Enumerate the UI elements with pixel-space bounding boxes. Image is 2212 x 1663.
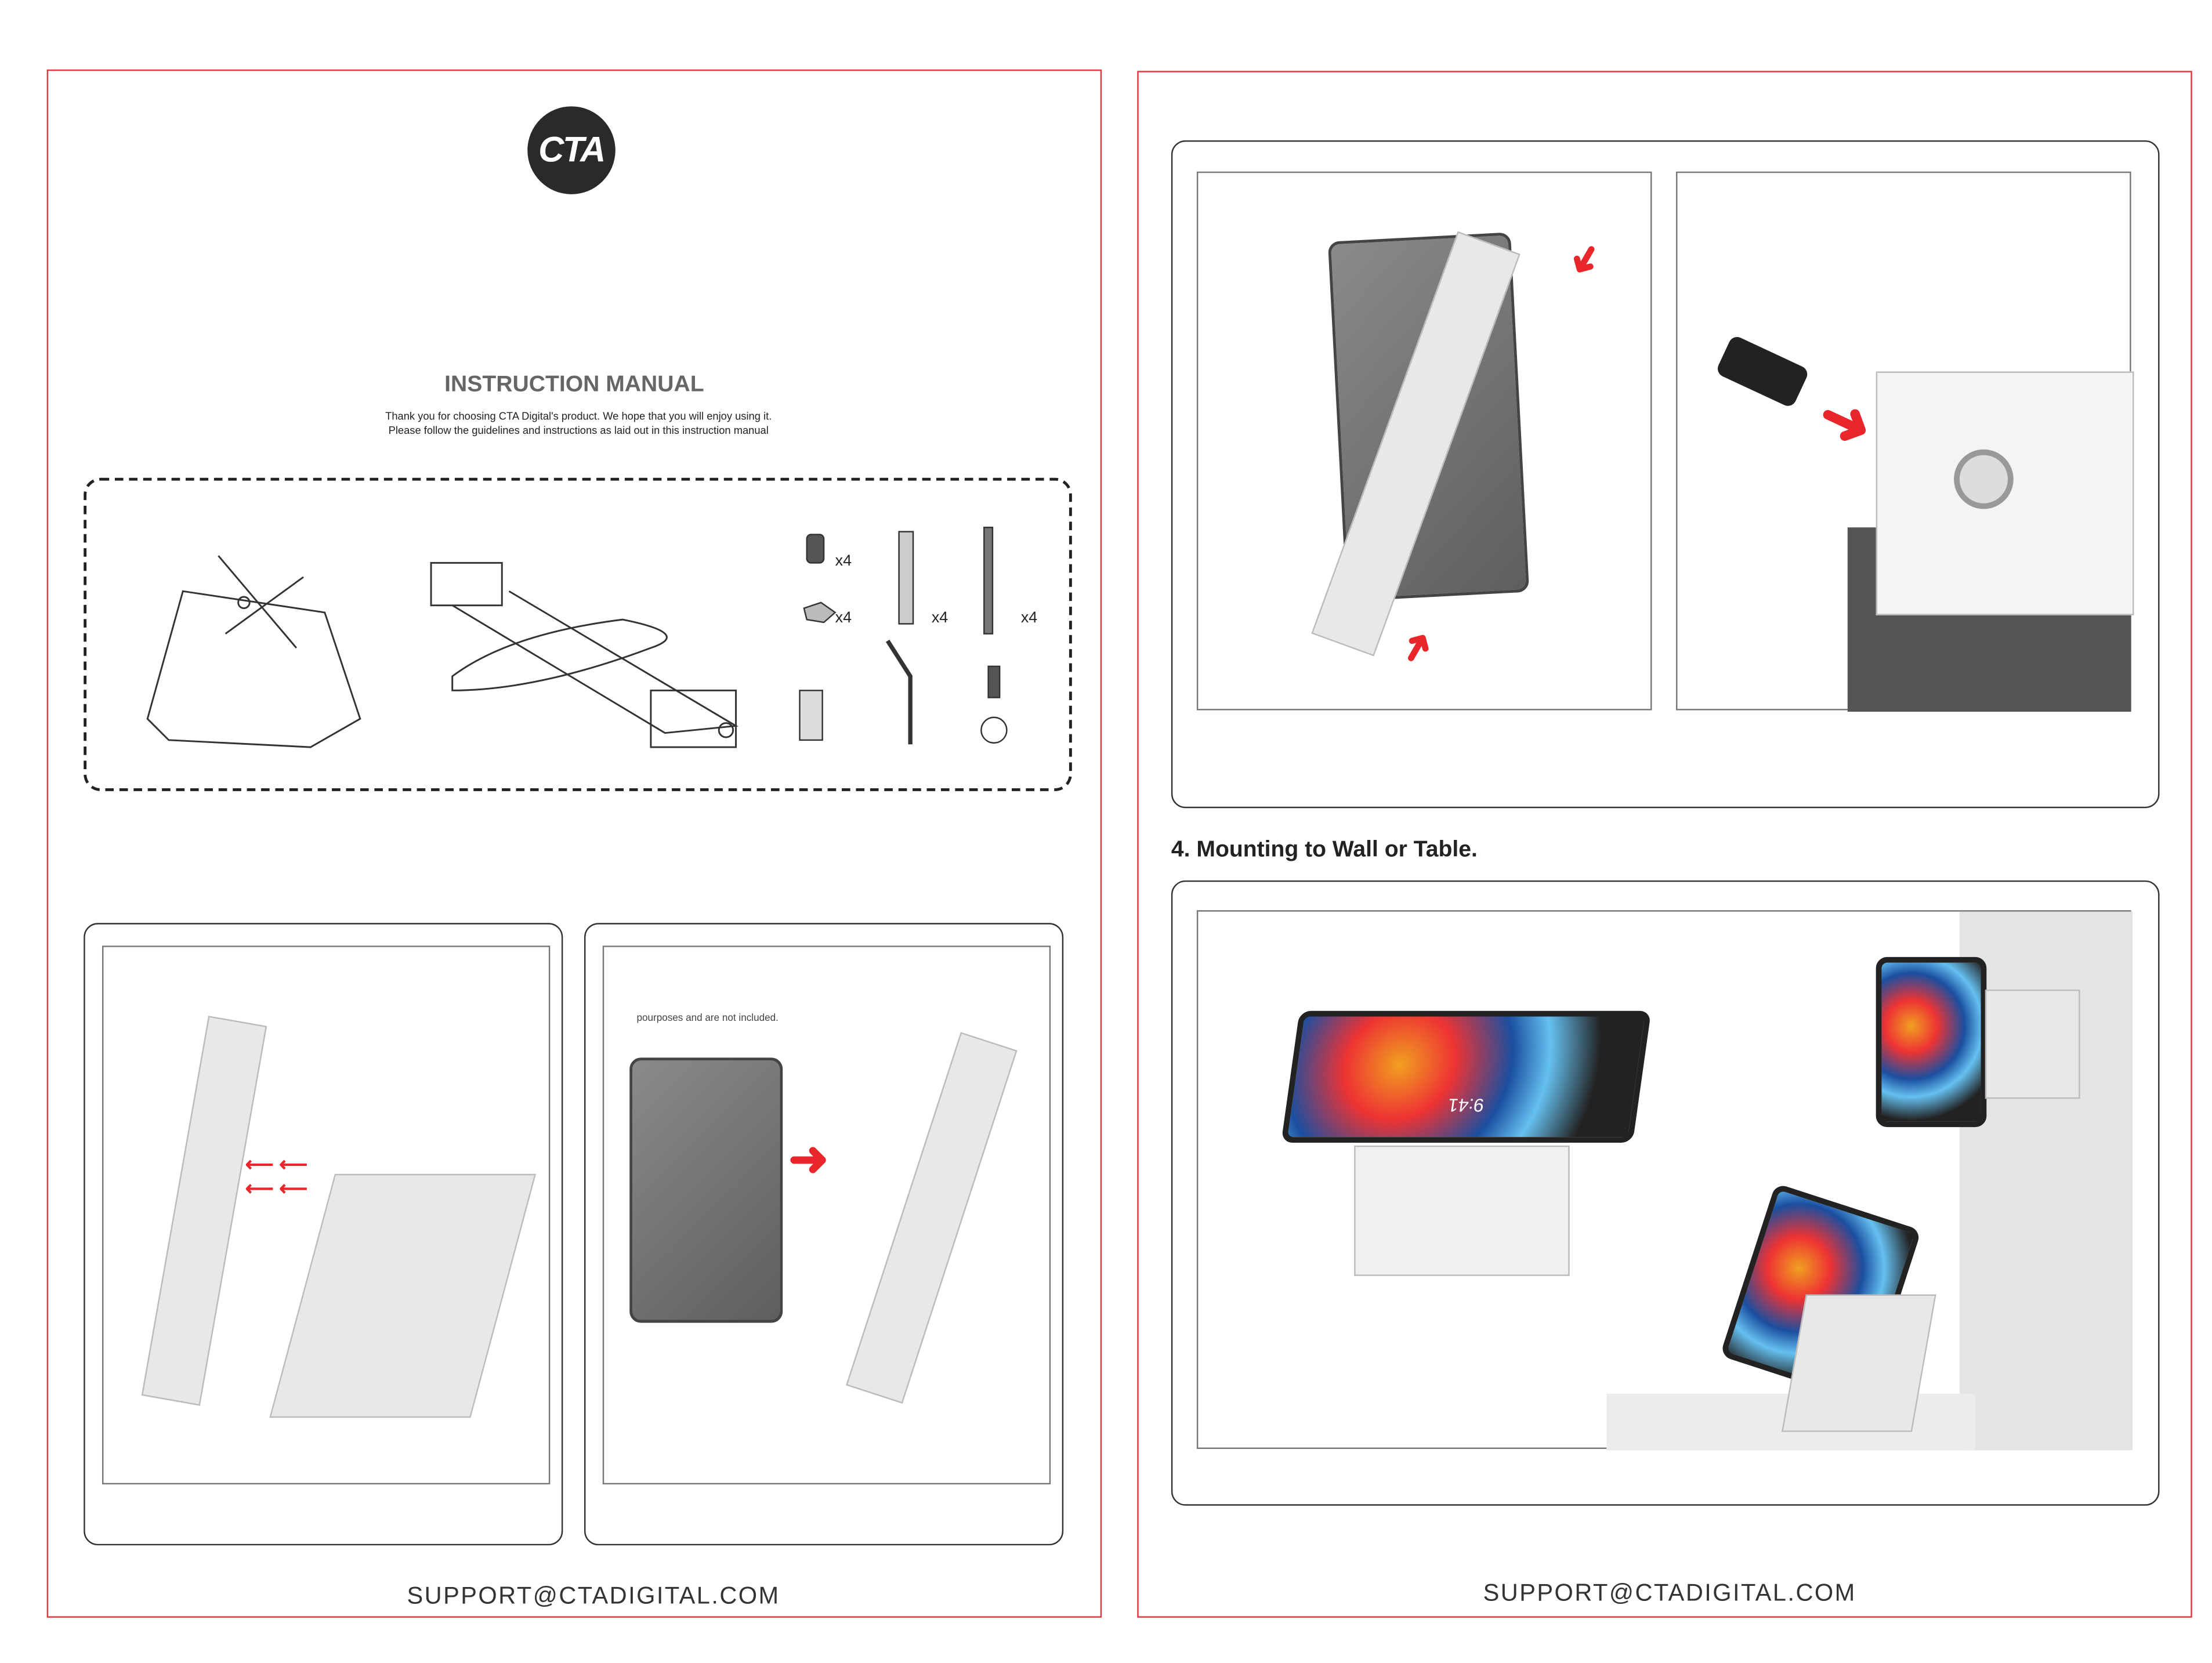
intro-text: Thank you for choosing CTA Digital's pro… — [47, 410, 1110, 438]
intro-line-2: Please follow the guidelines and instruc… — [388, 423, 769, 437]
floor-stand — [1782, 1294, 1936, 1432]
right-footer-email[interactable]: SUPPORT@CTADIGITAL.COM — [1483, 1579, 1856, 1607]
tablet-time: 9:41 — [1446, 1094, 1486, 1116]
anchor-qty: x4 — [931, 610, 948, 627]
arrow-down: ➜ — [1559, 234, 1614, 286]
base-stand-drawing — [146, 555, 361, 748]
left-page — [46, 69, 1102, 1618]
tablet-holder-drawing — [430, 561, 739, 748]
section-heading: 4. Mounting to Wall or Table. — [1171, 838, 1478, 863]
long-screw-qty: x4 — [1020, 610, 1038, 627]
lock-cylinder — [1954, 449, 2014, 509]
screw-qty: x4 — [835, 553, 852, 570]
cta-logo: CTA — [527, 106, 616, 194]
right-page — [1137, 71, 2192, 1618]
step-4-image: 9:41 — [1196, 910, 2133, 1451]
tablet-back — [629, 1057, 783, 1323]
arrow-right: ➜ — [788, 1132, 829, 1187]
arrow-to-lock: ➜ — [1806, 379, 1884, 465]
step-panel-4 — [1171, 880, 2160, 1506]
step-panel-3 — [1171, 140, 2160, 809]
holder-bracket — [846, 1032, 1018, 1404]
step-panel-2 — [584, 923, 1064, 1546]
wall-bracket — [1985, 990, 2080, 1099]
manual-title: INSTRUCTION MANUAL — [444, 372, 704, 397]
table-stand — [1354, 1145, 1570, 1276]
panel-note: pourposes and are not included. — [636, 1013, 779, 1024]
red-arrows: ⟵ ⟵⟵ ⟵ — [245, 1153, 308, 1200]
parts-illustrations — [146, 527, 1008, 748]
step-1-image: ⟵ ⟵⟵ ⟵ — [102, 945, 551, 1485]
holder-arm — [141, 1016, 267, 1406]
step-panel-1 — [84, 923, 563, 1546]
arrow-up: ➜ — [1388, 621, 1444, 673]
step-3-lock-image: ➜ — [1676, 171, 2134, 712]
hardware-drawings — [799, 527, 1008, 745]
parts-list-box — [84, 477, 1072, 791]
left-footer-email[interactable]: SUPPORT@CTADIGITAL.COM — [407, 1582, 780, 1610]
nut-qty: x4 — [835, 610, 852, 627]
logo-text: CTA — [538, 129, 606, 170]
table-mounted-tablet: 9:41 — [1281, 1010, 1652, 1143]
intro-line-1: Thank you for choosing CTA Digital's pro… — [385, 410, 772, 423]
key-icon — [1715, 334, 1811, 409]
step-2-image: pourposes and are not included. ➜ — [602, 945, 1051, 1485]
stand-frame — [269, 1173, 537, 1418]
wall-mounted-tablet — [1876, 957, 1987, 1128]
step-3-image: ➜ ➜ — [1196, 171, 1652, 711]
